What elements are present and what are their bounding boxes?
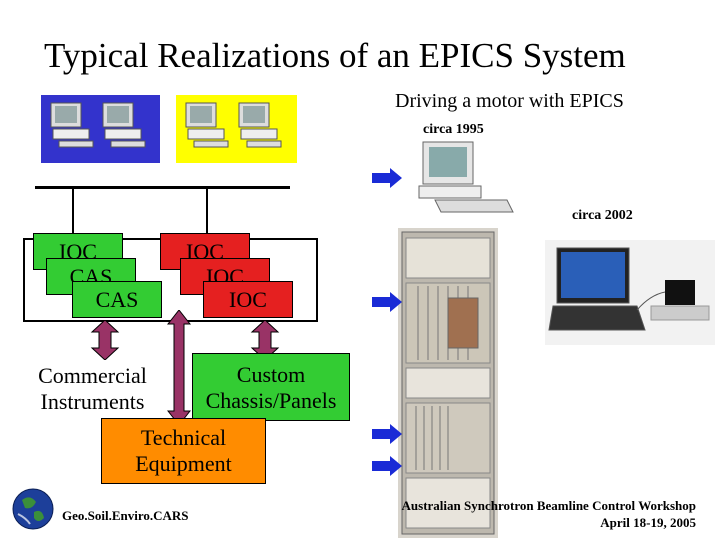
network-drop-right xyxy=(206,188,208,238)
technical-line-1: Technical xyxy=(140,425,227,450)
commercial-line-2: Instruments xyxy=(40,389,145,414)
footer-org: Geo.Soil.Enviro.CARS xyxy=(62,508,189,523)
blue-arrow-right-3 xyxy=(372,424,402,444)
commercial-instruments-label: Commercial Instruments xyxy=(30,363,155,415)
cas-box-left-3: CAS xyxy=(72,281,162,318)
vme-rack-image xyxy=(398,228,498,538)
workstation-icons xyxy=(50,102,282,148)
computer-1995-icon xyxy=(418,141,514,213)
computer-icon xyxy=(185,102,229,148)
circa-1995-label: circa 1995 xyxy=(423,122,484,137)
computer-icon xyxy=(102,102,146,148)
blue-arrow-right-2 xyxy=(372,292,402,312)
purple-double-arrow-left xyxy=(90,320,120,360)
footer-event-line-2: April 18-19, 2005 xyxy=(600,515,696,530)
footer-event-line-1: Australian Synchrotron Beamline Control … xyxy=(401,498,696,513)
computer-icon xyxy=(238,102,282,148)
custom-line-2: Chassis/Panels xyxy=(205,388,337,413)
blue-arrow-right-4 xyxy=(372,456,402,476)
purple-double-arrow-center xyxy=(167,310,191,425)
laptop-and-motor-image xyxy=(545,240,715,345)
slide-title: Typical Realizations of an EPICS System xyxy=(44,36,626,75)
network-drop-left xyxy=(72,188,74,238)
blue-arrow-right-1 xyxy=(372,168,402,188)
earth-logo-icon xyxy=(12,488,54,530)
network-bus xyxy=(35,186,290,189)
computer-icon xyxy=(50,102,94,148)
technical-line-2: Equipment xyxy=(135,451,232,476)
custom-chassis-box: Custom Chassis/Panels xyxy=(192,353,350,421)
circa-2002-label: circa 2002 xyxy=(572,208,633,223)
custom-line-1: Custom xyxy=(236,362,306,387)
slide-subtitle: Driving a motor with EPICS xyxy=(395,90,624,112)
technical-equipment-box: Technical Equipment xyxy=(101,418,266,484)
commercial-line-1: Commercial xyxy=(38,363,147,388)
purple-double-arrow-right xyxy=(250,320,280,360)
ioc-box-right-3: IOC xyxy=(203,281,293,318)
